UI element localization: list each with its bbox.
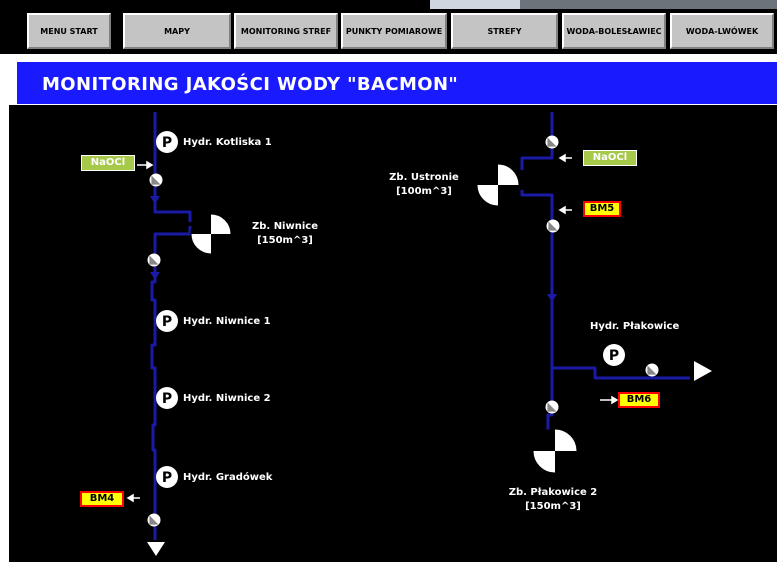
- outflow-arrow-icon: [694, 361, 712, 381]
- nav-punkty-pomiarowe-button[interactable]: PUNKTY POMIAROWE: [341, 13, 447, 49]
- naocl-dosing-tag-left[interactable]: NaOCl: [81, 155, 135, 171]
- naocl-dosing-tag-right[interactable]: NaOCl: [583, 150, 637, 166]
- valve-icon[interactable]: [545, 135, 559, 149]
- diagram-panel: [9, 105, 777, 562]
- nav-strefy-button[interactable]: STREFY: [451, 13, 558, 49]
- page-title: MONITORING JAKOŚCI WODY "BACMON": [42, 74, 459, 95]
- valve-icon[interactable]: [546, 219, 560, 233]
- nav-mapy-button[interactable]: MAPY: [123, 13, 231, 49]
- hydrant-kotliska-icon[interactable]: P: [156, 131, 178, 153]
- hydrant-niwnice2-icon[interactable]: P: [156, 387, 178, 409]
- hydrant-niwnice1-label: Hydr. Niwnice 1: [183, 316, 271, 327]
- hydrant-niwnice2-label: Hydr. Niwnice 2: [183, 393, 271, 404]
- hydrant-symbol-text: P: [162, 391, 172, 407]
- reservoir-niwnice-icon[interactable]: [190, 213, 232, 255]
- nav-monitoring-stref-button[interactable]: MONITORING STREF: [234, 13, 338, 49]
- hydrant-plakowice-icon[interactable]: P: [603, 344, 625, 366]
- hydrant-gradowek-icon[interactable]: P: [156, 466, 178, 488]
- window-strip: [430, 0, 777, 9]
- valve-icon[interactable]: [645, 363, 659, 377]
- title-bar: [17, 62, 777, 104]
- reservoir-ustronie-icon[interactable]: [476, 163, 520, 207]
- reservoir-niwnice-capacity: [150m^3]: [257, 235, 313, 246]
- nav-woda-lwowek-button[interactable]: WODA-LWÓWEK: [670, 13, 774, 49]
- reservoir-plakowice2-capacity: [150m^3]: [525, 501, 581, 512]
- outflow-arrow-icon: [147, 542, 165, 556]
- window-strip-dark: [520, 0, 777, 9]
- reservoir-plakowice2-icon[interactable]: [532, 428, 578, 474]
- bm4-sensor-tag[interactable]: BM4: [80, 491, 124, 507]
- valve-icon[interactable]: [545, 400, 559, 414]
- valve-icon[interactable]: [149, 173, 163, 187]
- reservoir-niwnice-name: Zb. Niwnice: [252, 221, 318, 232]
- reservoir-ustronie-name: Zb. Ustronie: [389, 172, 459, 183]
- bm6-sensor-tag[interactable]: BM6: [618, 392, 660, 408]
- valve-icon[interactable]: [147, 253, 161, 267]
- nav-menu-start-button[interactable]: MENU START: [27, 13, 111, 49]
- reservoir-ustronie-capacity: [100m^3]: [396, 186, 452, 197]
- hydrant-niwnice1-icon[interactable]: P: [156, 310, 178, 332]
- hydrant-symbol-text: P: [162, 470, 172, 486]
- valve-icon[interactable]: [147, 513, 161, 527]
- hydrant-plakowice-label: Hydr. Płakowice: [590, 321, 680, 332]
- bm5-sensor-tag[interactable]: BM5: [583, 201, 621, 217]
- hydrant-gradowek-label: Hydr. Gradówek: [183, 472, 273, 483]
- hydrant-symbol-text: P: [609, 348, 619, 364]
- reservoir-plakowice2-name: Zb. Płakowice 2: [508, 487, 598, 498]
- hydrant-symbol-text: P: [162, 314, 172, 330]
- nav-woda-boleslawiec-button[interactable]: WODA-BOLESŁAWIEC: [562, 13, 666, 49]
- hydrant-kotliska-label: Hydr. Kotliska 1: [183, 137, 272, 148]
- hydrant-symbol-text: P: [162, 135, 172, 151]
